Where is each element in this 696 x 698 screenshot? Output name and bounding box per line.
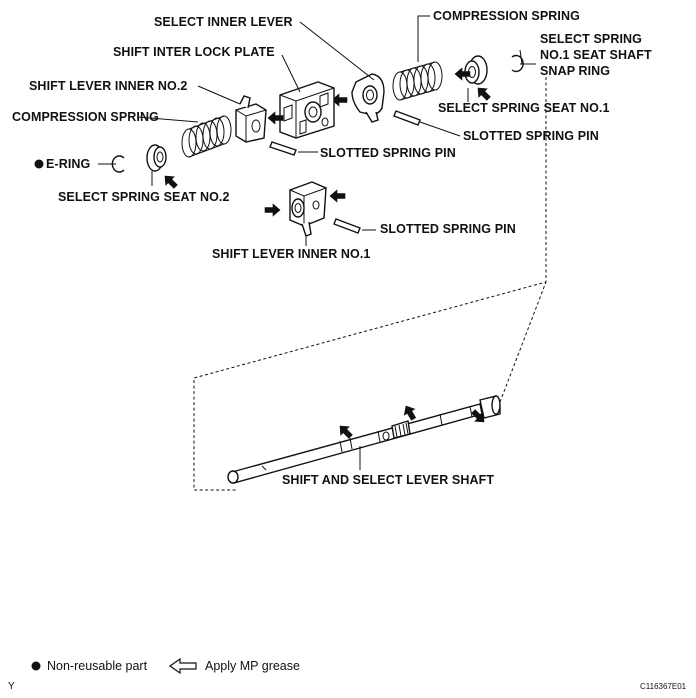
label-select-spring-seat-no2: SELECT SPRING SEAT NO.2	[58, 190, 230, 204]
select-inner-lever-part	[351, 73, 385, 123]
label-select-spring-line2: NO.1 SEAT SHAFT	[540, 48, 652, 62]
label-select-spring-line1: SELECT SPRING	[540, 32, 642, 46]
shift-lever-inner-no2-part	[235, 95, 267, 143]
non-reusable-icon	[34, 159, 44, 169]
label-e-ring: E-RING	[46, 157, 90, 171]
label-slotted-spring-pin-mid: SLOTTED SPRING PIN	[320, 146, 456, 160]
label-slotted-spring-pin-low: SLOTTED SPRING PIN	[380, 222, 516, 236]
label-shift-lever-inner-no1: SHIFT LEVER INNER NO.1	[212, 247, 370, 261]
compression-spring-top-part	[392, 61, 443, 101]
label-compression-spring-top: COMPRESSION SPRING	[433, 9, 580, 23]
label-select-spring-seat-no1: SELECT SPRING SEAT NO.1	[438, 101, 610, 115]
shift-lever-inner-no1-part	[289, 181, 327, 237]
grease-arrow-icon	[400, 402, 419, 423]
legend-apply-grease-text: Apply MP grease	[205, 659, 300, 673]
grease-arrow-icon	[264, 203, 281, 217]
grease-arrow-icon	[329, 189, 346, 203]
label-compression-spring-left: COMPRESSION SPRING	[12, 110, 159, 124]
non-reusable-icon	[31, 661, 41, 671]
select-spring-seat-no1-part	[464, 55, 488, 85]
slotted-spring-pin-low-part	[333, 218, 361, 234]
grease-arrow-icon	[160, 171, 181, 192]
select-spring-seat-no2-part	[146, 144, 167, 172]
shift-inter-lock-plate-part	[279, 81, 335, 139]
label-shift-lever-inner-no2: SHIFT LEVER INNER NO.2	[29, 79, 187, 93]
figure-id: C116367E01	[640, 682, 687, 691]
compression-spring-left-part	[181, 115, 232, 158]
legend: Non-reusable part Apply MP grease	[31, 657, 300, 675]
label-shift-inter-lock-plate: SHIFT INTER LOCK PLATE	[113, 45, 275, 59]
shift-select-lever-shaft-part	[227, 395, 501, 484]
slotted-spring-pin-mid-part	[269, 141, 297, 156]
slotted-spring-pin-right-part	[393, 110, 421, 126]
label-select-spring-line3: SNAP RING	[540, 64, 610, 78]
label-slotted-spring-pin-right: SLOTTED SPRING PIN	[463, 129, 599, 143]
grease-arrow-icon	[473, 83, 494, 104]
label-shift-and-select-lever-shaft: SHIFT AND SELECT LEVER SHAFT	[282, 473, 494, 487]
grease-arrow-icon	[335, 421, 356, 442]
grease-arrow-icon	[168, 657, 197, 675]
corner-mark: Y	[8, 681, 15, 692]
legend-non-reusable-text: Non-reusable part	[47, 659, 148, 673]
label-select-inner-lever: SELECT INNER LEVER	[154, 15, 293, 29]
